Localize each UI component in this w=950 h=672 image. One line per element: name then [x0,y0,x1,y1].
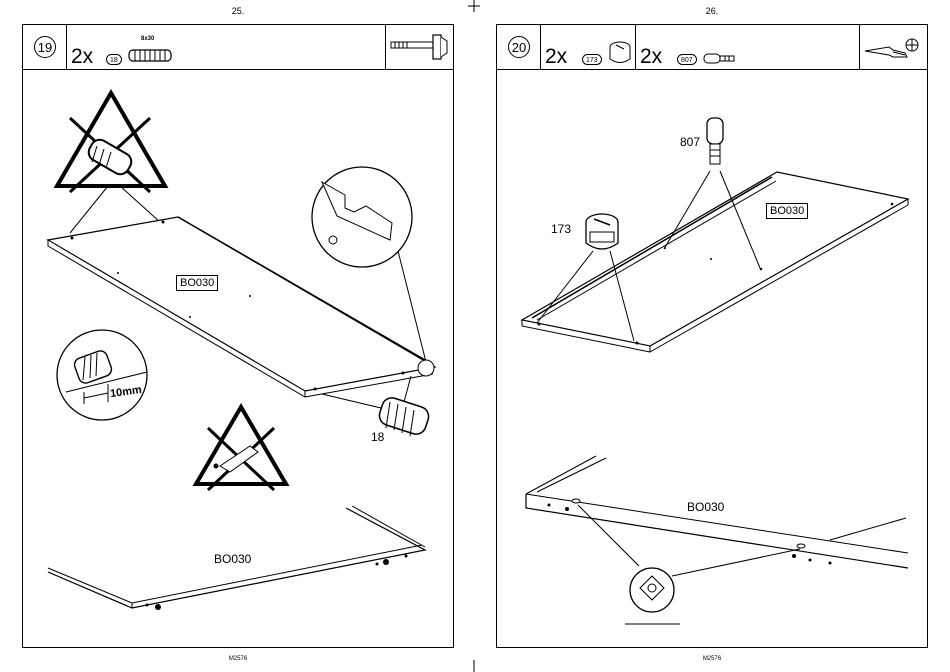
cam-callout-label: 173 [551,222,571,236]
bolt-callout-label: 807 [680,135,700,149]
cam-connector-magnifier [578,505,800,624]
part-label-board-top: BO030 [766,203,808,219]
part-label-board-bottom: BO030 [687,500,724,514]
board-top [522,172,908,352]
